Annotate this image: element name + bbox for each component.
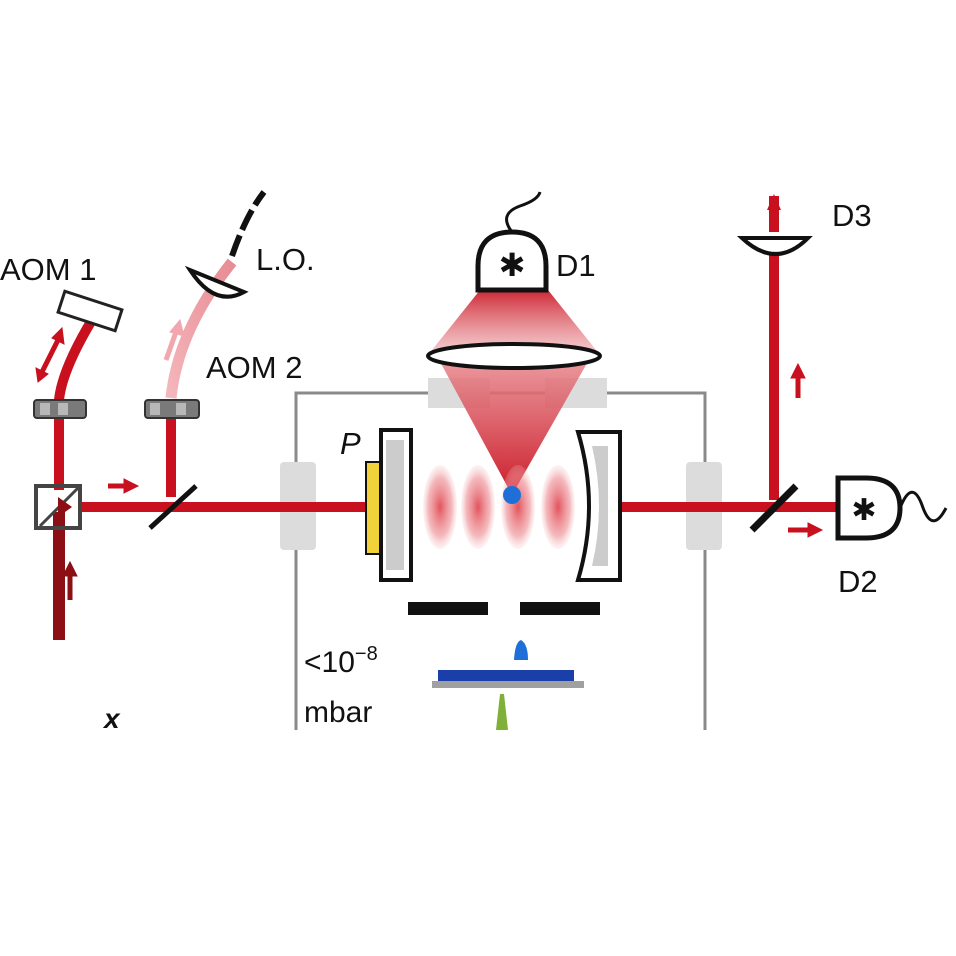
atom-cloud [514,640,528,660]
green-beam [496,694,508,730]
trapped-atom [503,486,521,504]
arrow-icon [108,478,140,494]
optic-element-left [33,399,87,419]
svg-text:✱: ✱ [499,247,526,283]
atom-source-plate [438,670,574,681]
beam-splitter-icon [148,484,198,530]
aperture-plate-left [408,602,488,615]
arrow-icon [163,318,185,361]
lo-beam [165,258,237,399]
lens-icon [184,265,249,299]
aperture-plate-right [520,602,600,615]
d2-label: D2 [838,564,878,599]
arrow-icon [788,522,824,538]
cavity-mirror-right [575,430,622,582]
fluorescence-cone [438,358,590,495]
pressure-exponent: −8 [355,643,378,665]
svg-text:✱: ✱ [851,494,876,527]
arrow-icon [35,326,65,383]
atom-source-substrate [432,681,584,688]
pressure-label: <10−8 [304,643,378,679]
aom1-label: AOM 1 [0,252,96,287]
cavity-standing-wave [423,465,575,549]
aom1-crystal [56,289,124,333]
optic-element-aom2 [144,399,200,419]
d3-label: D3 [832,198,872,233]
fluorescence-cone-upper [428,290,600,355]
beam-splitter-icon [749,483,799,533]
d1-label: D1 [556,248,596,283]
lo-label: L.O. [256,242,315,277]
photodetector-icon: ✱ [835,475,948,541]
aom2-label: AOM 2 [206,350,302,385]
cavity-mirror-left [365,428,413,582]
pressure-unit-label: mbar [304,696,372,729]
arrow-icon [790,362,806,398]
input-beam-splitter-cube [34,484,82,530]
axis-x-label: x [102,703,121,734]
piezo-label: P [340,426,361,461]
lo-fiber [229,190,267,257]
photodetector-icon: ✱ [475,191,549,293]
lens-icon [426,342,602,370]
pressure-prefix: <10 [304,646,355,679]
main-laser-beam [53,196,840,640]
arrow-icon [62,560,78,600]
lens-icon [736,236,813,256]
arrow-icon [767,194,781,210]
